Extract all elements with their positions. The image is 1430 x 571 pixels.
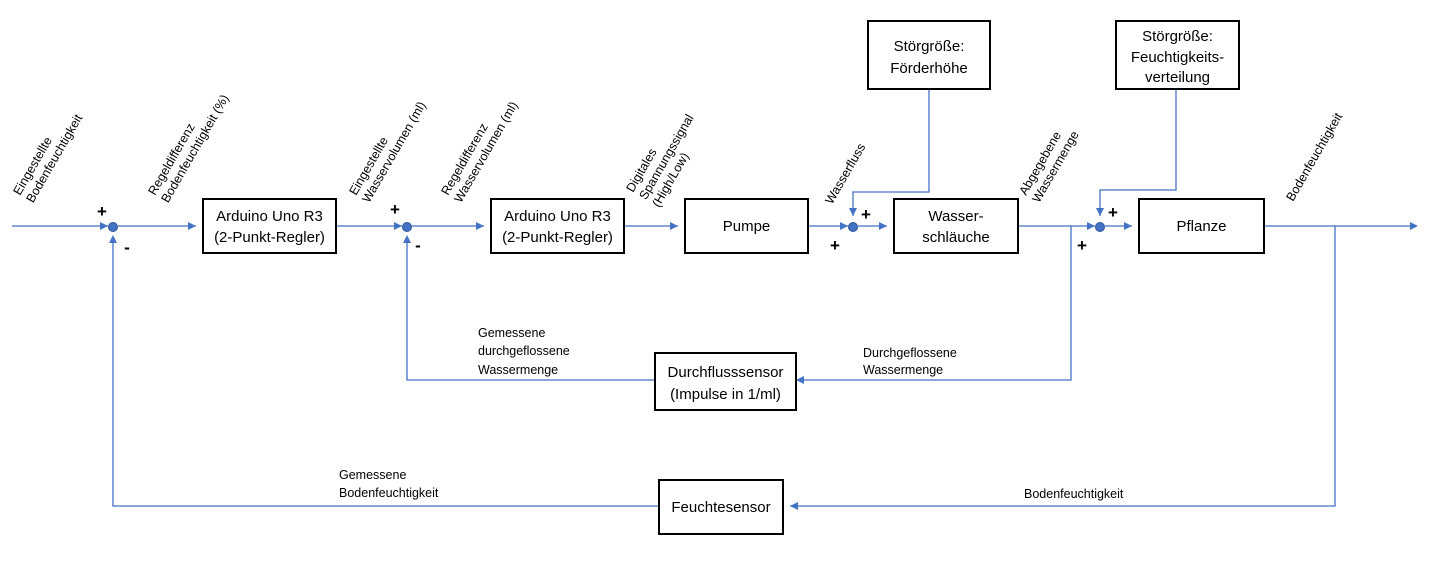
block-arduino-2: Arduino Uno R3 (2-Punkt-Regler) xyxy=(490,198,625,254)
arrowhead xyxy=(670,222,678,230)
minus-sign: - xyxy=(124,238,130,257)
block-text: verteilung xyxy=(1145,69,1210,86)
block-text: Störgröße: xyxy=(1142,28,1213,45)
arrowhead xyxy=(879,222,887,230)
block-stoergroesse-foerderhoehe: Störgröße: Förderhöhe xyxy=(867,20,991,90)
svg-text:Wassermenge: Wassermenge xyxy=(863,363,943,377)
block-feuchtesensor: Feuchtesensor xyxy=(658,479,784,535)
label-eingestellte-wasservolumen: Eingestellte Wasservolumen (ml) xyxy=(346,99,428,205)
signal-lines xyxy=(12,89,1410,507)
plus-sign: + xyxy=(390,200,400,219)
svg-text:Bodenfeuchtigkeit: Bodenfeuchtigkeit xyxy=(1024,487,1124,501)
block-text: Pumpe xyxy=(723,218,771,235)
block-text: Pflanze xyxy=(1176,218,1226,235)
label-regeldifferenz-wasservolumen: Regeldifferenz Wasservolumen (ml) xyxy=(438,99,520,205)
svg-text:Bodenfeuchtigkeit: Bodenfeuchtigkeit xyxy=(339,486,439,500)
block-pflanze: Pflanze xyxy=(1138,198,1265,254)
block-text: (Impulse in 1/ml) xyxy=(670,386,781,403)
label-eingestellte-bodenfeuchtigkeit: Eingestellte Bodenfeuchtigkeit xyxy=(10,111,85,205)
arrowhead xyxy=(840,222,848,230)
summing-junction-3 xyxy=(848,222,858,232)
block-text: Durchflusssensor xyxy=(668,364,784,381)
plus-sign: + xyxy=(1077,236,1087,255)
arrowhead xyxy=(1124,222,1132,230)
svg-text:Gemessene: Gemessene xyxy=(339,468,406,482)
arrowhead xyxy=(188,222,196,230)
block-stoergroesse-feuchtigkeitsverteilung: Störgröße: Feuchtigkeits- verteilung xyxy=(1115,20,1240,90)
block-text: Feuchtesensor xyxy=(671,499,770,516)
block-text: Förderhöhe xyxy=(890,60,968,77)
label-durchgeflossene-wassermenge: Durchgeflossene Wassermenge xyxy=(863,346,957,377)
label-gemessene-bodenfeuchtigkeit: Gemessene Bodenfeuchtigkeit xyxy=(339,468,439,500)
arrowhead xyxy=(109,235,117,243)
minus-sign: - xyxy=(415,236,421,255)
junction-signs: + - + - + + + + xyxy=(97,200,1118,257)
label-digitales-spannungssignal: Digitales Spannungssignal (High/Low) xyxy=(623,112,696,210)
block-text: (2-Punkt-Regler) xyxy=(214,229,325,246)
svg-text:Durchgeflossene: Durchgeflossene xyxy=(863,346,957,360)
plus-sign: + xyxy=(861,205,871,224)
arrowhead xyxy=(403,235,411,243)
block-text: Feuchtigkeits- xyxy=(1131,49,1224,66)
svg-text:Bodenfeuchtigkeit: Bodenfeuchtigkeit xyxy=(1283,110,1345,204)
arrowhead xyxy=(790,502,798,510)
arrowhead xyxy=(1410,222,1418,230)
label-bodenfeuchtigkeit-feedback: Bodenfeuchtigkeit xyxy=(1024,487,1124,501)
arrowheads xyxy=(100,208,1418,510)
block-text: (2-Punkt-Regler) xyxy=(502,229,613,246)
block-text: Wasser- xyxy=(928,208,983,225)
block-wasserschlaeuche: Wasser- schläuche xyxy=(893,198,1019,254)
arrowhead xyxy=(476,222,484,230)
label-abgegebene-wassermenge: Abgegebene Wassermenge xyxy=(1016,129,1081,205)
block-text: schläuche xyxy=(922,229,990,246)
svg-text:Gemessene: Gemessene xyxy=(478,326,545,340)
block-text: Arduino Uno R3 xyxy=(504,208,611,225)
plus-sign: + xyxy=(97,202,107,221)
label-bodenfeuchtigkeit-output: Bodenfeuchtigkeit xyxy=(1283,110,1345,204)
summing-junction-1 xyxy=(108,222,118,232)
arrowhead xyxy=(1096,208,1104,216)
feedback-labels: Gemessene durchgeflossene Wassermenge Du… xyxy=(339,326,1124,501)
arrowhead xyxy=(394,222,402,230)
block-durchflusssensor: Durchflusssensor (Impulse in 1/ml) xyxy=(654,352,797,411)
label-wasserfluss: Wasserfluss xyxy=(822,141,868,207)
label-gemessene-durchgeflossene-wassermenge: Gemessene durchgeflossene Wassermenge xyxy=(478,326,570,377)
plus-sign: + xyxy=(830,236,840,255)
svg-text:Wassermenge: Wassermenge xyxy=(478,363,558,377)
summing-junction-4 xyxy=(1095,222,1105,232)
label-regeldifferenz-bodenfeuchtigkeit: Regeldifferenz Bodenfeuchtigkeit (%) xyxy=(145,92,231,205)
arrowhead xyxy=(796,376,804,384)
arrowhead xyxy=(100,222,108,230)
block-arduino-1: Arduino Uno R3 (2-Punkt-Regler) xyxy=(202,198,337,254)
block-text: Arduino Uno R3 xyxy=(216,208,323,225)
arrowhead xyxy=(849,208,857,216)
summing-junction-2 xyxy=(402,222,412,232)
arrowhead xyxy=(1087,222,1095,230)
plus-sign: + xyxy=(1108,203,1118,222)
block-text: Störgröße: xyxy=(894,38,965,55)
block-pumpe: Pumpe xyxy=(684,198,809,254)
rotated-signal-labels: Eingestellte Bodenfeuchtigkeit Regeldiff… xyxy=(10,92,1345,210)
svg-text:Wasserfluss: Wasserfluss xyxy=(822,141,868,207)
svg-text:durchgeflossene: durchgeflossene xyxy=(478,344,570,358)
